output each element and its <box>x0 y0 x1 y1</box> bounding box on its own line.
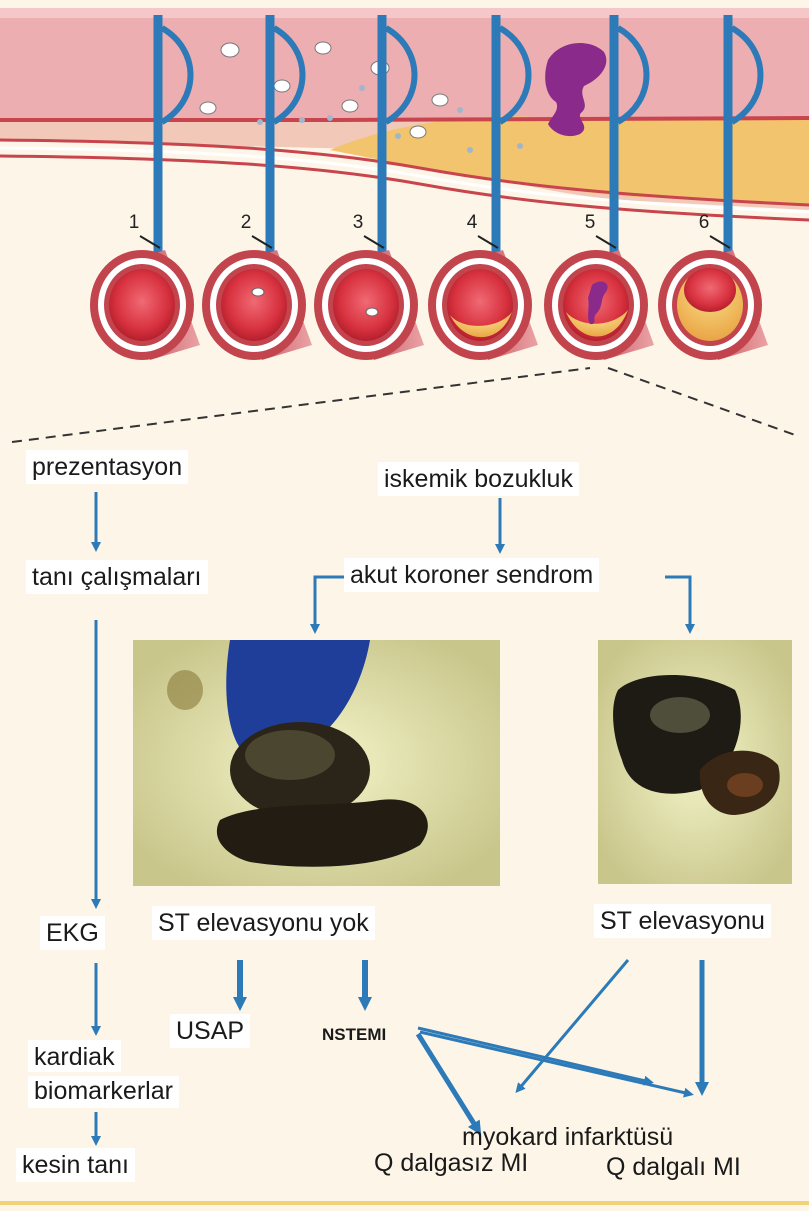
label-biomarkers-line2: biomarkerlar <box>28 1076 179 1108</box>
photo-st-elevation <box>598 640 792 884</box>
label-q-mi: Q dalgalı MI <box>600 1150 747 1184</box>
label-ecg: EKG <box>40 916 105 950</box>
label-final-diagnosis: kesin tanı <box>16 1148 135 1182</box>
photo-no-st-elevation <box>133 640 500 886</box>
label-biomarkers-line1: kardiak <box>28 1040 121 1072</box>
stage-number-6: 6 <box>694 212 714 234</box>
label-no-st-elevation: ST elevasyonu yok <box>152 906 375 940</box>
label-presentation: prezentasyon <box>26 450 188 484</box>
label-usap: USAP <box>170 1014 250 1048</box>
label-ischemic: iskemik bozukluk <box>378 462 579 496</box>
stage-number-1: 1 <box>124 212 144 234</box>
stage-number-5: 5 <box>580 212 600 234</box>
stage-number-3: 3 <box>348 212 368 234</box>
label-nstemi: NSTEMI <box>322 1020 386 1050</box>
label-diagnostics: tanı çalışmaları <box>26 560 208 594</box>
stage-number-4: 4 <box>462 212 482 234</box>
stage-number-2: 2 <box>236 212 256 234</box>
label-st-elevation: ST elevasyonu <box>594 904 771 938</box>
label-acs: akut koroner sendrom <box>344 558 599 592</box>
label-non-q-mi: Q dalgasız MI <box>368 1146 534 1180</box>
